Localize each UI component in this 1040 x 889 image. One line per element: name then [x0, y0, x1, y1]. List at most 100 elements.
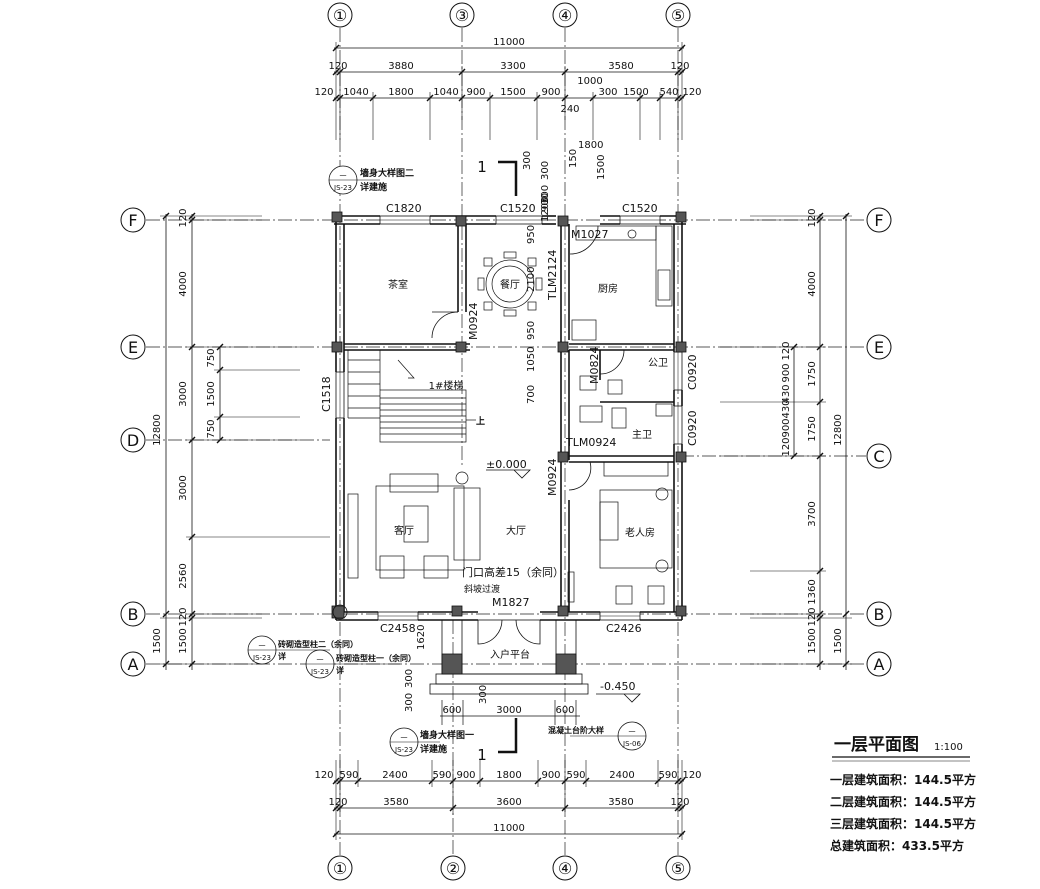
bottom-dim-r2-4: 120	[670, 797, 689, 808]
bottom-dim-r1-3: 590	[432, 770, 451, 781]
right-dim-5: 1360	[807, 579, 818, 604]
step-dim-line	[440, 700, 580, 725]
axis-label-bottom-2: ②	[446, 859, 460, 878]
top-dim-extra-0: 1000	[577, 76, 602, 87]
left-dim-3: 3000	[178, 475, 189, 500]
door-note: 门口高差15（余同）	[462, 565, 564, 579]
right-dim-1: 4000	[807, 271, 818, 296]
top-dim-r3-7: 300	[598, 87, 617, 98]
room-stair: 1#楼梯	[429, 379, 464, 392]
label-m1027: M1027	[571, 228, 609, 241]
porch-bottom-dim-0: 300	[404, 669, 415, 688]
callout-top-number: 一	[340, 172, 347, 180]
bottom-dim-r1-1: 590	[339, 770, 358, 781]
axis-label-left-A: A	[128, 655, 139, 674]
bottom-dim-r1-4: 900	[456, 770, 475, 781]
left-dim-4: 2560	[178, 563, 189, 588]
section-label-top: 1	[477, 158, 487, 176]
legend-scale: 1:100	[934, 742, 963, 753]
right-dim-0: 120	[807, 208, 818, 227]
callout-dividers	[248, 179, 646, 743]
stair-up-label: 上	[476, 415, 485, 427]
stair	[347, 350, 476, 443]
bottom-total-dim: 11000	[493, 823, 525, 834]
level-outside: -0.450	[600, 680, 635, 693]
top-dimension-lines	[334, 42, 684, 140]
room-public-wc: 公卫	[648, 358, 668, 369]
right-dim-a: 1500	[833, 628, 844, 653]
right-inner-dim-0: 120	[781, 341, 792, 360]
top-dim-r2-4: 120	[670, 61, 689, 72]
axis-label-bottom-5: ⑤	[671, 859, 685, 878]
right-dim-3: 1750	[807, 416, 818, 441]
room-tea: 茶室	[388, 278, 408, 291]
callout-wall-1-sub: 详建施	[420, 743, 447, 755]
step-dim-2: 600	[555, 705, 574, 716]
left-dim-ticks	[162, 212, 224, 668]
porch	[429, 619, 589, 695]
windows	[335, 215, 683, 621]
callout-wall-2-sub: 详建施	[360, 181, 387, 193]
left-stair-dim-2: 750	[206, 419, 217, 438]
right-dim-ticks	[790, 212, 850, 668]
axis-label-top-5: ⑤	[671, 6, 685, 25]
callout-col2-number: 一	[259, 642, 266, 650]
legend-line-2: 三层建筑面积：144.5平方	[830, 816, 976, 831]
bottom-dim-r1-10: 120	[682, 770, 701, 781]
kitchen-dim-0: 950	[526, 225, 537, 244]
axis-label-bottom-4: ④	[558, 859, 572, 878]
label-tlm0924: TLM0924	[565, 436, 616, 449]
axis-label-top-1: ①	[333, 6, 347, 25]
structural-columns	[331, 211, 687, 619]
room-porch: 入户平台	[490, 648, 530, 661]
doors	[431, 225, 625, 645]
door-dim-2: 1500	[596, 155, 607, 180]
axis-label-right-C: C	[873, 447, 884, 466]
left-dim-6: 1500	[178, 628, 189, 653]
top-dim-r3-0: 120	[314, 87, 333, 98]
label-c1518: C1518	[320, 376, 333, 412]
top-dim-r2-1: 3880	[388, 61, 413, 72]
level-ground: ±0.000	[486, 458, 527, 471]
label-c0920-b: C0920	[686, 410, 699, 446]
left-stair-dim-0: 750	[206, 348, 217, 367]
axis-label-left-F: F	[128, 211, 137, 230]
top-dim-r3-10: 120	[682, 87, 701, 98]
bottom-dim-r1-0: 120	[314, 770, 333, 781]
bottom-dim-r1-2: 2400	[382, 770, 407, 781]
door-dim-0: 1800	[578, 140, 603, 151]
label-c2426: C2426	[606, 622, 642, 635]
left-dim-0: 120	[178, 208, 189, 227]
right-dim-4: 3700	[807, 501, 818, 526]
bottom-dim-r2-2: 3600	[496, 797, 521, 808]
axis-label-top-4: ④	[558, 6, 572, 25]
top-dim-r3-3: 1040	[433, 87, 458, 98]
left-dim-2: 3000	[178, 381, 189, 406]
room-dining: 餐厅	[500, 278, 520, 291]
label-c1520-b: C1520	[622, 202, 658, 215]
callout-column-1: 砖砌造型柱一（余同）	[336, 653, 416, 663]
callout-step-ref: JS-06	[622, 740, 641, 748]
room-elder: 老人房	[625, 526, 655, 539]
room-living: 客厅	[394, 524, 414, 537]
bottom-dimension-lines	[334, 760, 684, 840]
callout-bottom-number: 一	[401, 734, 408, 742]
axis-bubbles	[120, 2, 892, 881]
top-dim-r3-4: 900	[466, 87, 485, 98]
top-dim-r3-5: 1500	[500, 87, 525, 98]
bottom-dim-ticks	[332, 777, 686, 838]
slope-note: 斜坡过渡	[464, 583, 500, 595]
furniture	[347, 225, 673, 605]
label-m1827: M1827	[492, 596, 530, 609]
section-label-bottom: 1	[477, 746, 487, 764]
room-kitchen: 厨房	[598, 282, 618, 295]
bottom-dim-r2-1: 3580	[383, 797, 408, 808]
door-dim-5: 900	[540, 193, 551, 212]
axis-label-right-B: B	[874, 605, 885, 624]
bottom-dim-r1-9: 590	[658, 770, 677, 781]
mid-dim-0: 1050	[526, 347, 537, 372]
door-dim-3: 300	[540, 185, 551, 204]
porch-side-dim: 1620	[416, 625, 427, 650]
axis-label-right-E: E	[874, 338, 884, 357]
